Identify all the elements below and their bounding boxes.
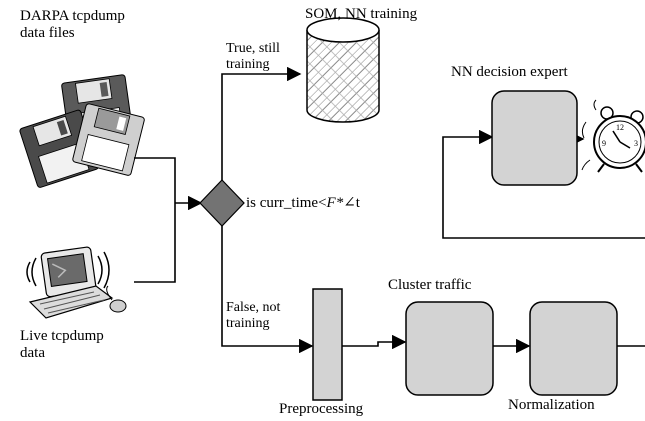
live-source-label-text: Live tcpdump data <box>20 328 104 361</box>
darpa-source-label: DARPA tcpdump data files <box>20 8 125 42</box>
decision-condition-variable: F* <box>326 195 344 211</box>
true-branch-label: True, still training <box>226 41 280 72</box>
preprocessing-label: Preprocessing <box>279 401 364 417</box>
decision-diamond <box>199 179 245 227</box>
cluster-traffic-box <box>405 301 494 396</box>
svg-text:12: 12 <box>616 123 624 132</box>
preprocessing-box <box>312 288 343 401</box>
decision-condition-prefix: is curr_time< <box>246 195 327 211</box>
alarm-clock-icon: 12 3 9 <box>581 99 645 173</box>
nn-decision-expert-box <box>491 90 578 186</box>
nn-decision-expert-label: NN decision expert <box>451 64 568 80</box>
live-source-label: Live tcpdump data <box>20 328 104 362</box>
floppy-disk-stack-icon <box>19 74 145 188</box>
cluster-traffic-label: Cluster traffic <box>388 277 472 293</box>
computer-with-keyboard-icon <box>26 246 127 319</box>
svg-text:3: 3 <box>634 139 638 148</box>
som-nn-training-database <box>306 17 380 123</box>
normalization-box <box>529 301 618 396</box>
svg-text:9: 9 <box>602 139 606 148</box>
normalization-label: Normalization <box>508 397 595 413</box>
decision-condition-label: is curr_time<F*∠t <box>246 195 360 212</box>
false-branch-label: False, not training <box>226 300 281 331</box>
connectors <box>134 66 645 354</box>
decision-condition-suffix: ∠t <box>343 195 360 211</box>
darpa-source-label-text: DARPA tcpdump data files <box>20 8 125 41</box>
som-training-label: SOM, NN training <box>305 6 418 22</box>
